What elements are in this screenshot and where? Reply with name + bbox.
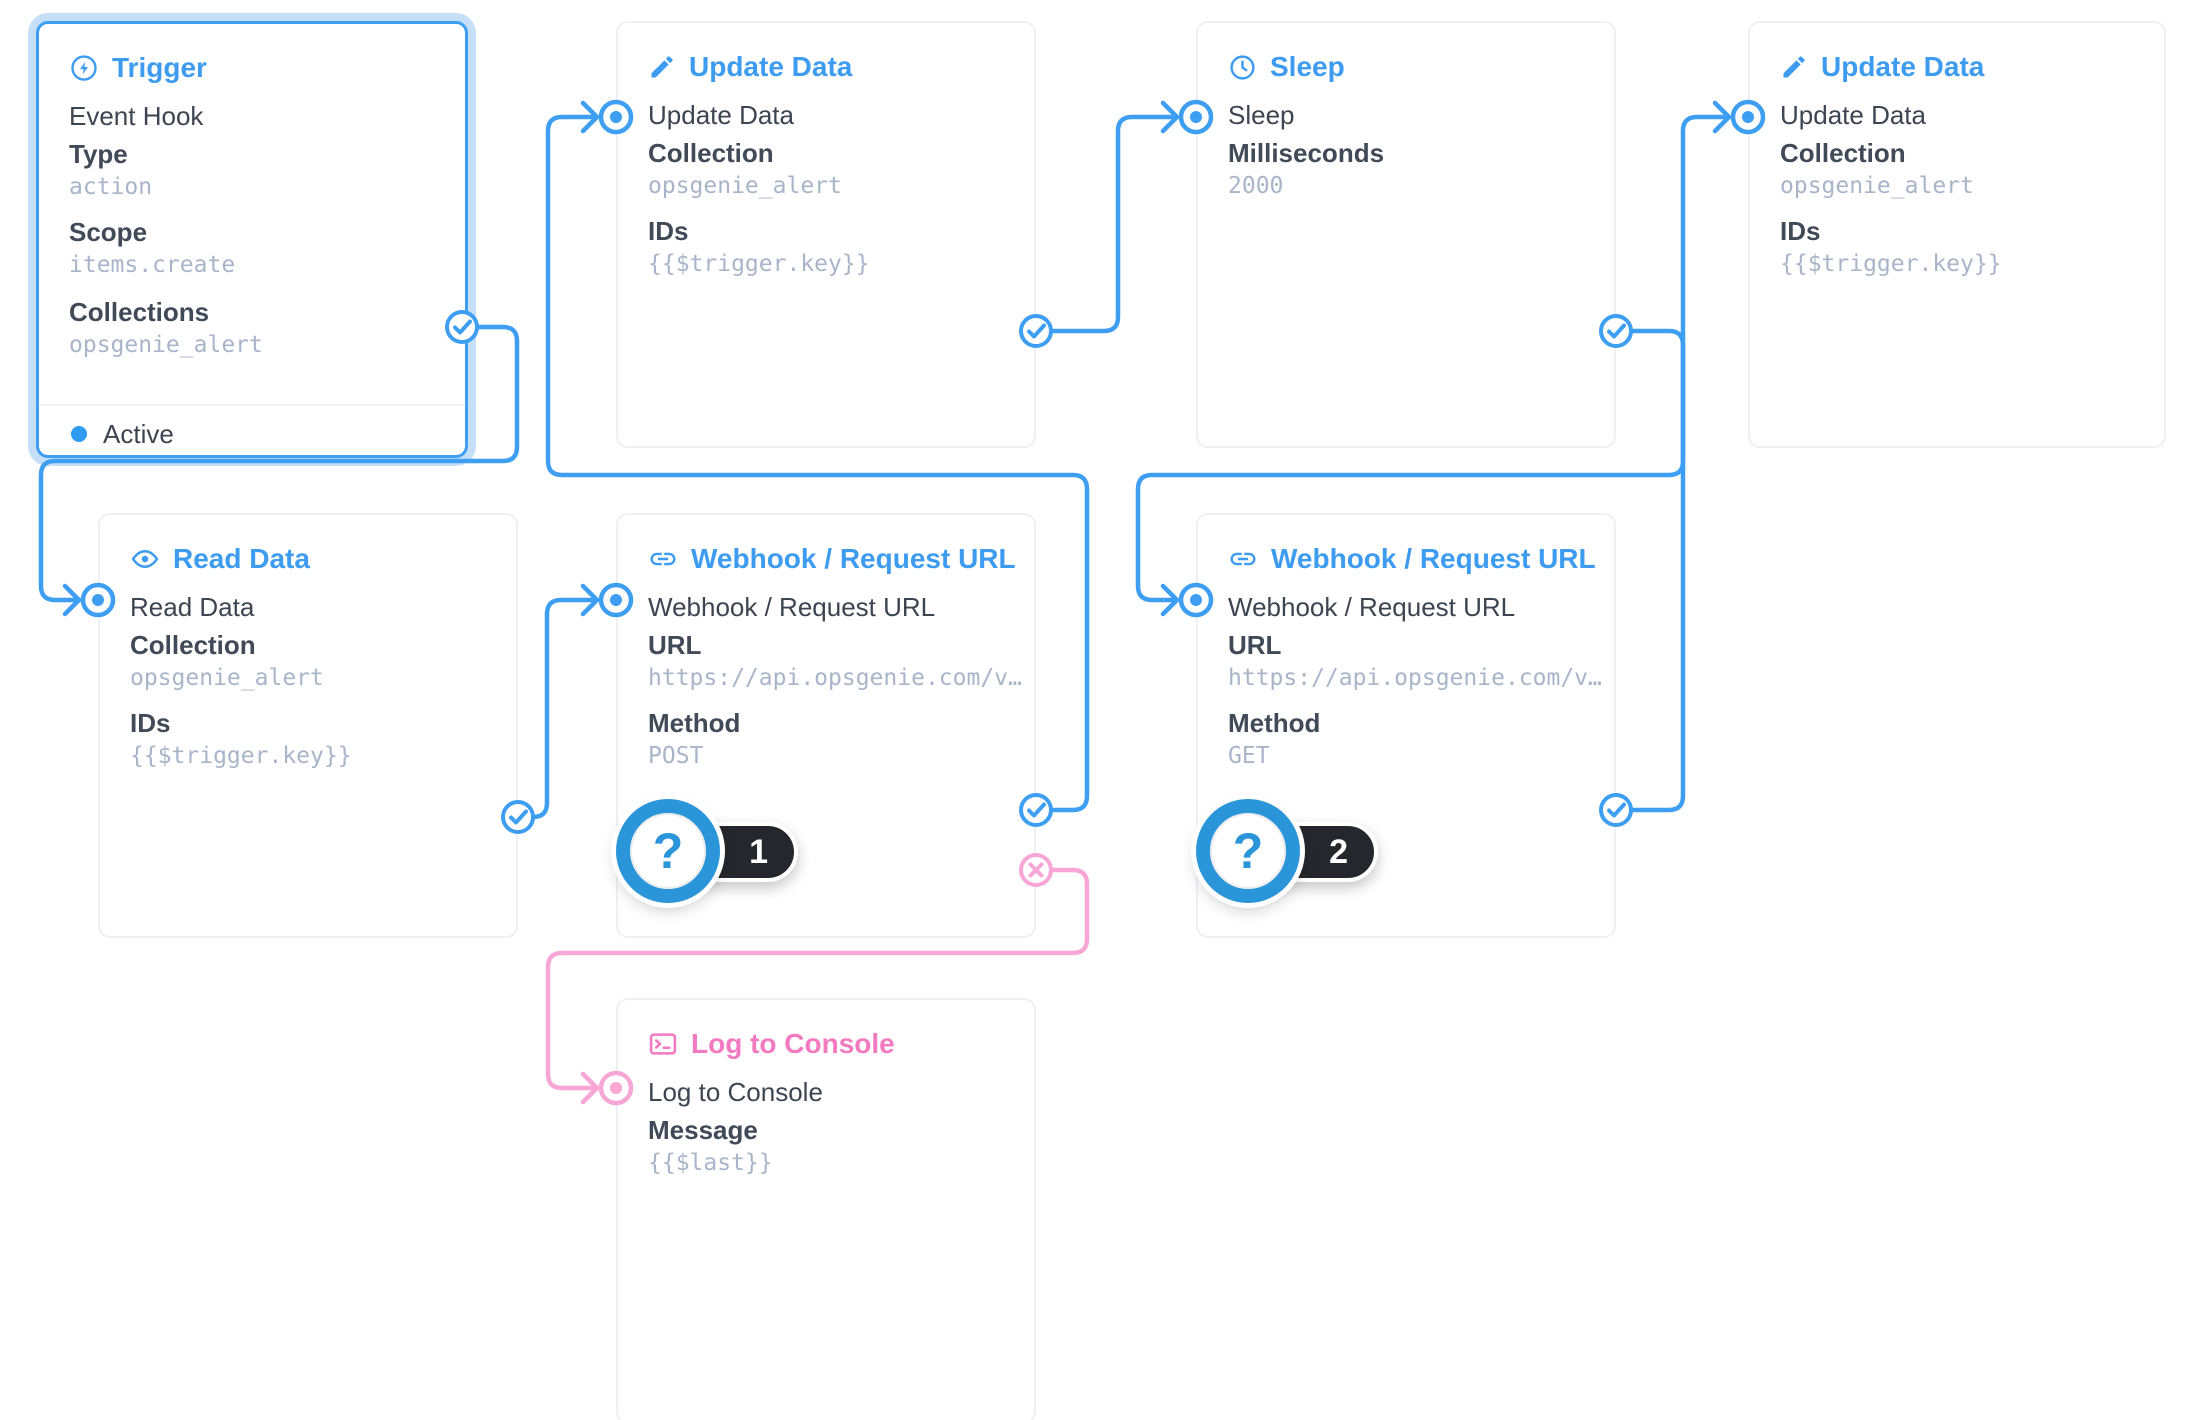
node-subtitle: Update Data [1780, 99, 1926, 130]
zap-circle-icon [69, 53, 99, 83]
status-badge: Active [71, 414, 174, 454]
field-label: Method [1228, 707, 1321, 738]
node-trigger[interactable]: Trigger Event Hook Type action Scope ite… [36, 21, 468, 458]
node-subtitle: Log to Console [648, 1076, 823, 1107]
arrowhead-icon [62, 583, 82, 617]
arrowhead-icon [1160, 583, 1180, 617]
question-mark-icon[interactable]: ? [616, 799, 720, 903]
node-title: Read Data [130, 539, 310, 579]
field-value: {{$trigger.key}} [648, 251, 870, 277]
field-value: https://api.opsgenie.com/v… [648, 665, 1022, 691]
node-log-to-console[interactable]: Log to Console Log to Console Message {{… [616, 998, 1036, 1420]
resolve-badge-2[interactable]: 2 ? [1196, 799, 1456, 909]
connector-webhook-2-to-update-data-2 [1613, 114, 1732, 813]
connector-update-data-1-to-sleep [1033, 114, 1180, 334]
node-title: Trigger [69, 48, 207, 88]
arrowhead-icon [580, 100, 600, 134]
node-subtitle: Read Data [130, 591, 255, 622]
active-status-dot [71, 426, 87, 442]
field-value: GET [1228, 743, 1270, 769]
field-label: Collection [648, 137, 774, 168]
resolve-badge-1[interactable]: 1 ? [616, 799, 876, 909]
field-value: {{$last}} [648, 1150, 773, 1176]
node-read-data[interactable]: Read Data Read Data Collection opsgenie_… [98, 513, 518, 938]
terminal-icon [648, 1029, 678, 1059]
node-subtitle: Event Hook [69, 100, 204, 131]
arrowhead-icon [1712, 100, 1732, 134]
node-subtitle: Sleep [1228, 99, 1295, 130]
node-update-data-1[interactable]: Update Data Update Data Collection opsge… [616, 21, 1036, 448]
field-label: Milliseconds [1228, 137, 1385, 168]
field-value: opsgenie_alert [648, 173, 842, 199]
field-value: {{$trigger.key}} [130, 743, 352, 769]
field-label: Collection [130, 629, 256, 660]
field-label: IDs [1780, 215, 1821, 246]
link-icon [1228, 544, 1258, 574]
node-subtitle: Webhook / Request URL [648, 591, 936, 622]
arrowhead-icon [580, 583, 600, 617]
node-title: Log to Console [648, 1024, 895, 1064]
field-label: Type [69, 138, 128, 169]
node-title: Webhook / Request URL [648, 539, 1016, 579]
pencil-icon [648, 53, 676, 81]
field-value: opsgenie_alert [130, 665, 324, 691]
node-subtitle: Update Data [648, 99, 794, 130]
field-label: URL [648, 629, 702, 660]
arrowhead-icon [1160, 100, 1180, 134]
link-icon [648, 544, 678, 574]
node-title: Webhook / Request URL [1228, 539, 1596, 579]
field-label: IDs [130, 707, 171, 738]
field-value: opsgenie_alert [69, 332, 263, 358]
field-label: Message [648, 1114, 758, 1145]
eye-icon [130, 544, 160, 574]
field-value: https://api.opsgenie.com/v… [1228, 665, 1602, 691]
node-update-data-2[interactable]: Update Data Update Data Collection opsge… [1748, 21, 2166, 448]
node-title: Sleep [1228, 47, 1345, 87]
node-sleep[interactable]: Sleep Sleep Milliseconds 2000 [1196, 21, 1616, 448]
question-mark-icon[interactable]: ? [1196, 799, 1300, 903]
field-value: {{$trigger.key}} [1780, 251, 2002, 277]
clock-icon [1228, 53, 1257, 82]
field-label: IDs [648, 215, 689, 246]
field-label: Method [648, 707, 741, 738]
node-title: Update Data [648, 47, 852, 87]
field-value: 2000 [1228, 173, 1284, 199]
node-subtitle: Webhook / Request URL [1228, 591, 1516, 622]
field-label: Collection [1780, 137, 1906, 168]
field-label: URL [1228, 629, 1282, 660]
pencil-icon [1780, 53, 1808, 81]
node-title: Update Data [1780, 47, 1984, 87]
field-value: action [69, 174, 153, 200]
field-value: POST [648, 743, 704, 769]
divider [39, 404, 465, 406]
connector-read-data-to-webhook-1 [515, 597, 600, 820]
field-value: opsgenie_alert [1780, 173, 1974, 199]
field-label: Scope [69, 216, 148, 247]
arrowhead-icon [580, 1071, 600, 1105]
field-label: Collections [69, 296, 210, 327]
field-value: items.create [69, 252, 236, 278]
